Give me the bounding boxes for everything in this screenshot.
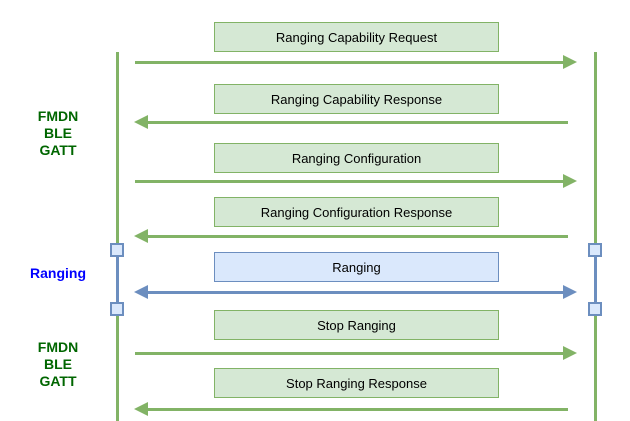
- message-label: Stop Ranging: [317, 317, 396, 333]
- arrowhead-left-icon: [134, 285, 148, 299]
- arrow-line: [135, 351, 564, 355]
- arrowhead-left-icon: [134, 229, 148, 243]
- arrow-line: [135, 179, 564, 183]
- message-label: Ranging: [332, 259, 381, 275]
- phase-label-line: GATT: [39, 373, 77, 389]
- activation-marker: [110, 302, 124, 316]
- arrow-line: [147, 407, 568, 411]
- arrowhead-right-icon: [563, 174, 577, 188]
- message-box: Ranging Capability Request: [214, 22, 499, 52]
- lifeline-right-ranging-segment: [594, 248, 597, 312]
- message-label: Ranging Configuration: [291, 150, 422, 166]
- arrowhead-left-icon: [134, 402, 148, 416]
- arrowhead-right-icon: [563, 55, 577, 69]
- lifeline-right-bottom-segment: [594, 310, 597, 421]
- activation-marker: [110, 243, 124, 257]
- activation-marker: [588, 302, 602, 316]
- phase-label-line: GATT: [39, 142, 77, 158]
- lifeline-right-top-segment: [594, 52, 597, 250]
- activation-marker: [588, 243, 602, 257]
- message-label: Ranging Capability Response: [270, 91, 443, 107]
- arrowhead-right-icon: [563, 285, 577, 299]
- message-label: Ranging Capability Request: [275, 29, 438, 45]
- phase-label-line: Ranging: [30, 265, 86, 281]
- phase-label-ranging: Ranging: [13, 264, 103, 282]
- phase-label-line: BLE: [44, 125, 72, 141]
- message-box: Ranging: [214, 252, 499, 282]
- message-box: Ranging Capability Response: [214, 84, 499, 114]
- arrow-line: [135, 60, 564, 64]
- arrowhead-right-icon: [563, 346, 577, 360]
- arrowhead-left-icon: [134, 115, 148, 129]
- phase-label-line: FMDN: [37, 339, 79, 355]
- message-box: Ranging Configuration: [214, 143, 499, 173]
- arrow-line: [147, 234, 568, 238]
- message-label: Ranging Configuration Response: [260, 204, 453, 220]
- arrow-line: [147, 290, 564, 294]
- arrow-line: [147, 120, 568, 124]
- lifeline-left-bottom-segment: [116, 310, 119, 421]
- message-label: Stop Ranging Response: [286, 375, 427, 391]
- message-box: Stop Ranging Response: [214, 368, 499, 398]
- phase-label-line: BLE: [44, 356, 72, 372]
- phase-label-line: FMDN: [37, 108, 79, 124]
- lifeline-left-top-segment: [116, 52, 119, 250]
- message-box: Stop Ranging: [214, 310, 499, 340]
- lifeline-left-ranging-segment: [116, 248, 119, 312]
- message-box: Ranging Configuration Response: [214, 197, 499, 227]
